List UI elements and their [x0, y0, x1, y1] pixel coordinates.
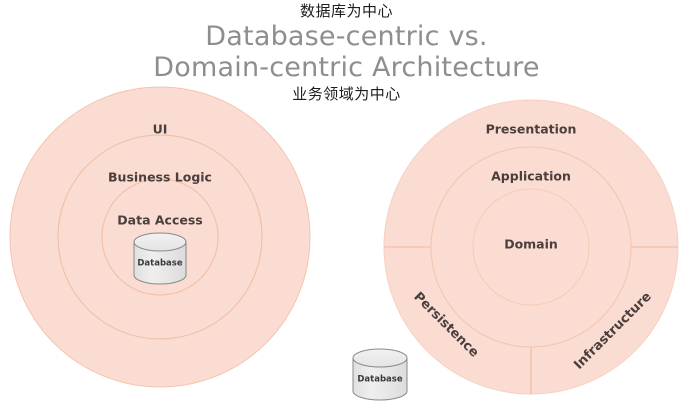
cylinder-top — [352, 348, 408, 368]
cylinder-body — [133, 241, 187, 285]
cylinder-database-center[interactable]: Database — [133, 232, 187, 285]
ring-domain[interactable] — [472, 188, 590, 306]
right-diagram-group: Presentation Application Domain Persiste… — [383, 99, 679, 395]
left-diagram-group: UI Business Logic Data Access Database — [9, 86, 311, 388]
cylinder-database-external[interactable]: Database — [352, 348, 408, 401]
cylinder-top — [133, 232, 187, 252]
ring-label-ui: UI — [153, 122, 168, 137]
ring-label-data-access: Data Access — [117, 213, 202, 228]
cylinder-label-database: Database — [137, 259, 182, 269]
ring-label-business-logic: Business Logic — [108, 170, 212, 185]
cylinder-body — [352, 357, 408, 401]
ring-label-application: Application — [491, 169, 571, 184]
ring-label-domain: Domain — [504, 237, 558, 252]
ring-label-presentation: Presentation — [486, 122, 577, 137]
cylinder-label-database: Database — [357, 375, 402, 385]
